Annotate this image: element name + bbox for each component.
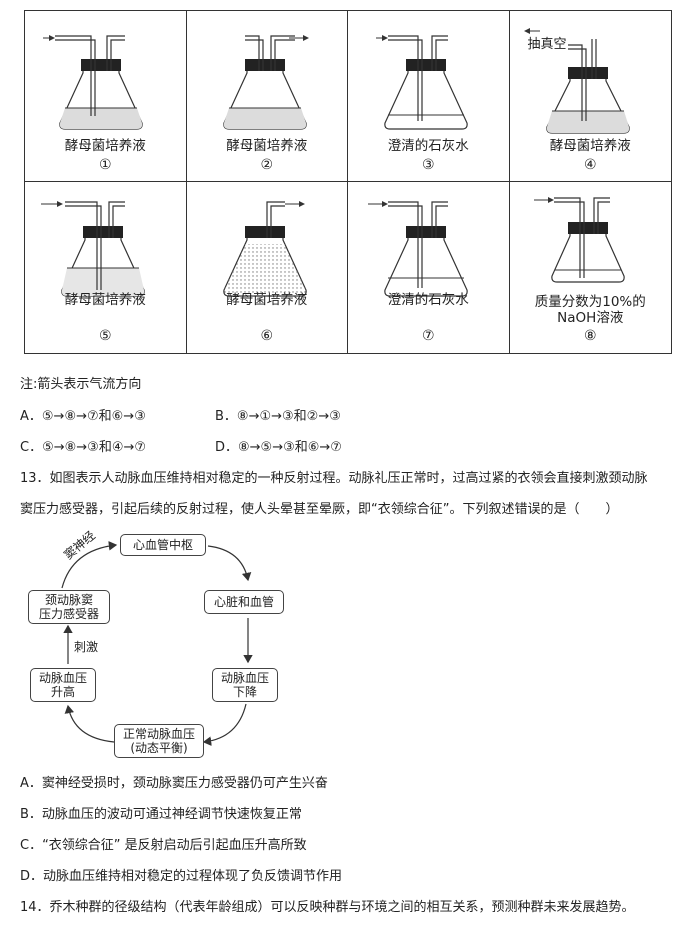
node-normal-bp-line2: (动态平衡) [130, 741, 188, 755]
q13-option-c: C．“衣领综合征” 是反射启动后引起血压升高所致 [20, 838, 307, 853]
node-cardiovascular-center-text: 心血管中枢 [132, 538, 193, 552]
node-baroreceptor: 颈动脉窦 压力感受器 [28, 590, 110, 624]
flask-2-label: 酵母菌培养液 [226, 138, 308, 154]
q12-option-d: D．⑧→⑤→③和⑥→⑦ [215, 440, 342, 455]
flask-cell-8: 质量分数为10%的 NaOH溶液 ⑧ [510, 182, 672, 353]
q14-stem: 14．乔木种群的径级结构（代表年龄组成）可以反映种群与环境之间的相互关系，预测种… [20, 900, 635, 915]
flask-cell-2: 酵母菌培养液 ② [186, 11, 348, 182]
flask-1-number: ① [98, 157, 112, 173]
flask-8-label-line2: NaOH溶液 [557, 310, 624, 326]
flask-cell-1: 酵母菌培养液 ① [25, 11, 187, 182]
flask-7-label: 澄清的石灰水 [387, 292, 469, 308]
flask-cell-3: 澄清的石灰水 ③ [348, 11, 510, 182]
q13-option-b: B．动脉血压的波动可通过神经调节快速恢复正常 [20, 807, 302, 822]
flask-2-number: ② [260, 157, 274, 173]
node-baroreceptor-line1: 颈动脉窦 [44, 593, 93, 607]
flask-3-drawing [376, 35, 468, 130]
flask-4-number: ④ [583, 157, 597, 173]
reflex-diagram-arrows [61, 541, 253, 746]
node-bp-up-line2: 升高 [50, 685, 75, 699]
flask-cell-4: 抽真空 酵母菌培养液 ④ [509, 11, 671, 182]
q13-stem-line2: 窦压力感受器，引起后续的反射过程，使人头晕甚至晕厥，即“衣领综合征”。下列叙述错… [20, 502, 619, 517]
flask-8-drawing [533, 197, 625, 283]
node-heart-vessels-text: 心脏和血管 [213, 595, 274, 609]
flask-figure-grid: 酵母菌培养液 ① 酵母菌培养液 ② [24, 10, 672, 354]
q12-option-c: C．⑤→⑧→③和④→⑦ [20, 440, 147, 455]
node-bp-down-line2: 下降 [232, 685, 257, 699]
flask-4-drawing [523, 28, 630, 134]
node-bp-up-line1: 动脉血压 [38, 671, 87, 685]
flask-6-drawing [222, 201, 307, 297]
flask-2-drawing [222, 35, 309, 130]
flask-1-label: 酵母菌培养液 [64, 138, 146, 154]
node-heart-vessels: 心脏和血管 [204, 590, 284, 614]
flask-cell-7: 澄清的石灰水 ⑦ [348, 182, 510, 353]
flask-5-label: 酵母菌培养液 [64, 292, 146, 308]
q13-stem-line1: 13．如图表示人动脉血压维持相对稳定的一种反射过程。动脉礼压正常时，过高过紧的衣… [20, 471, 648, 486]
q13-option-a: A．窦神经受损时，颈动脉窦压力感受器仍可产生兴奋 [20, 776, 328, 791]
flask-4-label: 酵母菌培养液 [549, 138, 631, 154]
node-bp-up: 动脉血压 升高 [30, 668, 96, 702]
q12-option-a: A．⑤→⑧→⑦和⑥→③ [20, 409, 146, 424]
node-bp-down: 动脉血压 下降 [212, 668, 278, 702]
flask-5-drawing [41, 201, 145, 297]
flask-8-label-line1: 质量分数为10%的 [534, 294, 646, 310]
flask-cell-5: 酵母菌培养液 ⑤ [25, 182, 187, 353]
flask-cell-6: 酵母菌培养液 ⑥ [187, 182, 348, 353]
flask-3-number: ③ [421, 157, 435, 173]
flask-7-number: ⑦ [421, 328, 435, 344]
node-bp-down-line1: 动脉血压 [220, 671, 269, 685]
node-cardiovascular-center: 心血管中枢 [120, 534, 206, 556]
flask-4-vacuum-note: 抽真空 [527, 37, 567, 52]
flask-6-number: ⑥ [260, 328, 274, 344]
node-normal-bp-line1: 正常动脉血压 [122, 727, 195, 741]
flask-3-label: 澄清的石灰水 [387, 138, 469, 154]
q12-note: 注:箭头表示气流方向 [20, 377, 142, 392]
q12-option-b: B．⑧→①→③和②→③ [215, 409, 341, 424]
q13-option-d: D．动脉血压维持相对稳定的过程体现了负反馈调节作用 [20, 869, 343, 884]
label-stimulus: 刺激 [74, 640, 99, 654]
flask-8-number: ⑧ [583, 328, 597, 344]
reflex-diagram: 心血管中枢 心脏和血管 动脉血压 下降 正常动脉血压 (动态平衡) 动脉血压 升… [22, 528, 312, 764]
flask-5-number: ⑤ [98, 328, 112, 344]
node-normal-bp: 正常动脉血压 (动态平衡) [114, 724, 204, 758]
flask-7-drawing [368, 201, 468, 297]
flask-1-drawing [43, 35, 143, 130]
node-baroreceptor-line2: 压力感受器 [38, 607, 99, 621]
flask-6-label: 酵母菌培养液 [226, 292, 308, 308]
